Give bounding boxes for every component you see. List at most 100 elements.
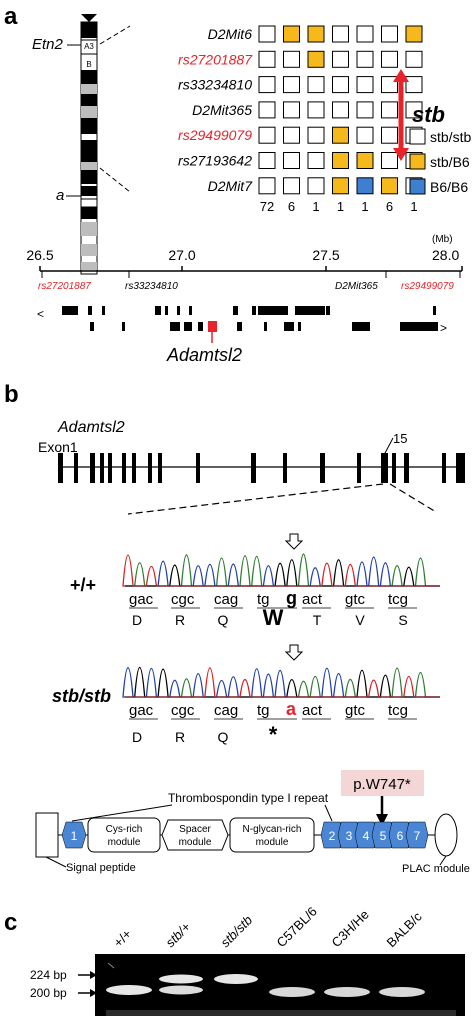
codon: gac <box>129 591 154 608</box>
lane-label: +/+ <box>111 926 135 950</box>
tsp-number: 3 <box>346 829 353 843</box>
amino-acid: D <box>132 612 142 628</box>
legend-swatch <box>409 128 426 145</box>
band-arrows <box>78 971 97 997</box>
legend-label: stb/stb <box>430 129 471 145</box>
stb-interval-arrow <box>393 69 409 161</box>
gene-structure <box>58 453 465 483</box>
haplotype-count: 6 <box>288 199 295 214</box>
exon15-label: 15 <box>393 431 407 446</box>
mb-tick-label: 28.0 <box>432 247 459 263</box>
snp-label: rs33234810 <box>125 281 178 292</box>
codon: g <box>286 588 297 608</box>
genotype-cell <box>356 25 374 43</box>
gel-image <box>95 954 465 1016</box>
genotype-cell <box>307 25 325 43</box>
chromatogram-mutant <box>122 666 440 698</box>
track-left-arrow: < <box>37 307 44 321</box>
legend-swatch <box>409 153 426 170</box>
lane-label: C3H/He <box>329 907 372 950</box>
amino-acid: * <box>269 722 278 747</box>
track-right-arrow: > <box>440 321 447 335</box>
tsp-repeat <box>388 821 412 849</box>
genotype-cell <box>283 50 300 68</box>
mut-genotype-label: stb/stb <box>52 686 111 706</box>
lane-label: stb/+ <box>163 919 194 950</box>
amino-acid: Q <box>218 612 229 628</box>
amino-acid: S <box>398 612 407 628</box>
amino-acid: V <box>355 612 365 628</box>
tsp-number: 4 <box>363 829 370 843</box>
band-200-label: 200 bp <box>30 986 67 1000</box>
haplotype-count: 1 <box>361 199 368 214</box>
genotype-cell <box>258 101 276 119</box>
chromosome-ideogram: A3 B H1 <box>80 14 98 275</box>
genotype-cell <box>307 177 325 195</box>
codon: tg <box>257 702 270 719</box>
genotype-cell <box>356 101 374 119</box>
marker-label: rs33234810 <box>178 77 252 93</box>
amino-acid: D <box>132 729 142 745</box>
genotype-cell <box>258 152 276 169</box>
genotype-cell <box>381 152 398 169</box>
mut-arrow-icon <box>284 644 304 661</box>
genotype-cell <box>332 126 349 144</box>
genotype-cell <box>258 126 276 144</box>
codon: gtc <box>345 591 366 608</box>
mb-unit-label: (Mb) <box>432 234 453 245</box>
genotype-cell <box>283 177 300 195</box>
mutation-label: p.W747* <box>353 776 411 793</box>
panel-letter-a: a <box>4 3 18 30</box>
gene-structure-title: Adamtsl2 <box>57 419 125 436</box>
amino-acid: R <box>175 729 185 745</box>
tsp-repeat <box>320 821 344 849</box>
codon: gac <box>129 702 154 719</box>
codon: cgc <box>171 702 195 719</box>
tsp-number: 6 <box>397 829 404 843</box>
genotype-cell <box>381 177 398 195</box>
signal-peptide-label: Signal peptide <box>66 862 136 874</box>
haplotype-count: 6 <box>386 199 393 214</box>
genotype-cell <box>405 50 423 68</box>
genotype-cell <box>283 126 300 144</box>
genotype-cell <box>283 152 300 169</box>
codon: act <box>302 591 323 608</box>
mb-tick-label: 27.0 <box>168 247 195 263</box>
genotype-cell <box>258 76 276 94</box>
tsp-repeat <box>337 821 361 849</box>
amino-acid: Q <box>218 729 229 745</box>
genotype-cell <box>356 76 374 94</box>
tsp-repeat <box>354 821 378 849</box>
mb-tick-label: 27.5 <box>312 247 339 263</box>
band-h1-label: H1 <box>84 199 95 208</box>
amino-acid: R <box>175 612 185 628</box>
wt-arrow-icon <box>284 533 304 550</box>
snp-label: rs29499079 <box>401 281 454 292</box>
genotype-cell <box>356 50 374 68</box>
amino-acid: T <box>313 612 322 628</box>
codon: tcg <box>388 702 408 719</box>
codon: act <box>302 702 323 719</box>
tsp-repeat <box>405 821 429 849</box>
panel-letter-c: c <box>4 909 17 936</box>
codon: tg <box>257 591 270 608</box>
etn2-label: Etn2 <box>32 36 64 53</box>
genotype-cell <box>258 50 276 68</box>
genotype-cell <box>381 126 398 144</box>
genotype-cell <box>258 177 276 195</box>
genotype-cell <box>332 25 349 43</box>
legend-label: stb/B6 <box>430 154 470 170</box>
genotype-cell <box>332 177 349 195</box>
genotype-cell <box>332 152 349 169</box>
codon: cgc <box>171 591 195 608</box>
genotype-cell <box>381 76 398 94</box>
haplotype-count: 1 <box>312 199 319 214</box>
